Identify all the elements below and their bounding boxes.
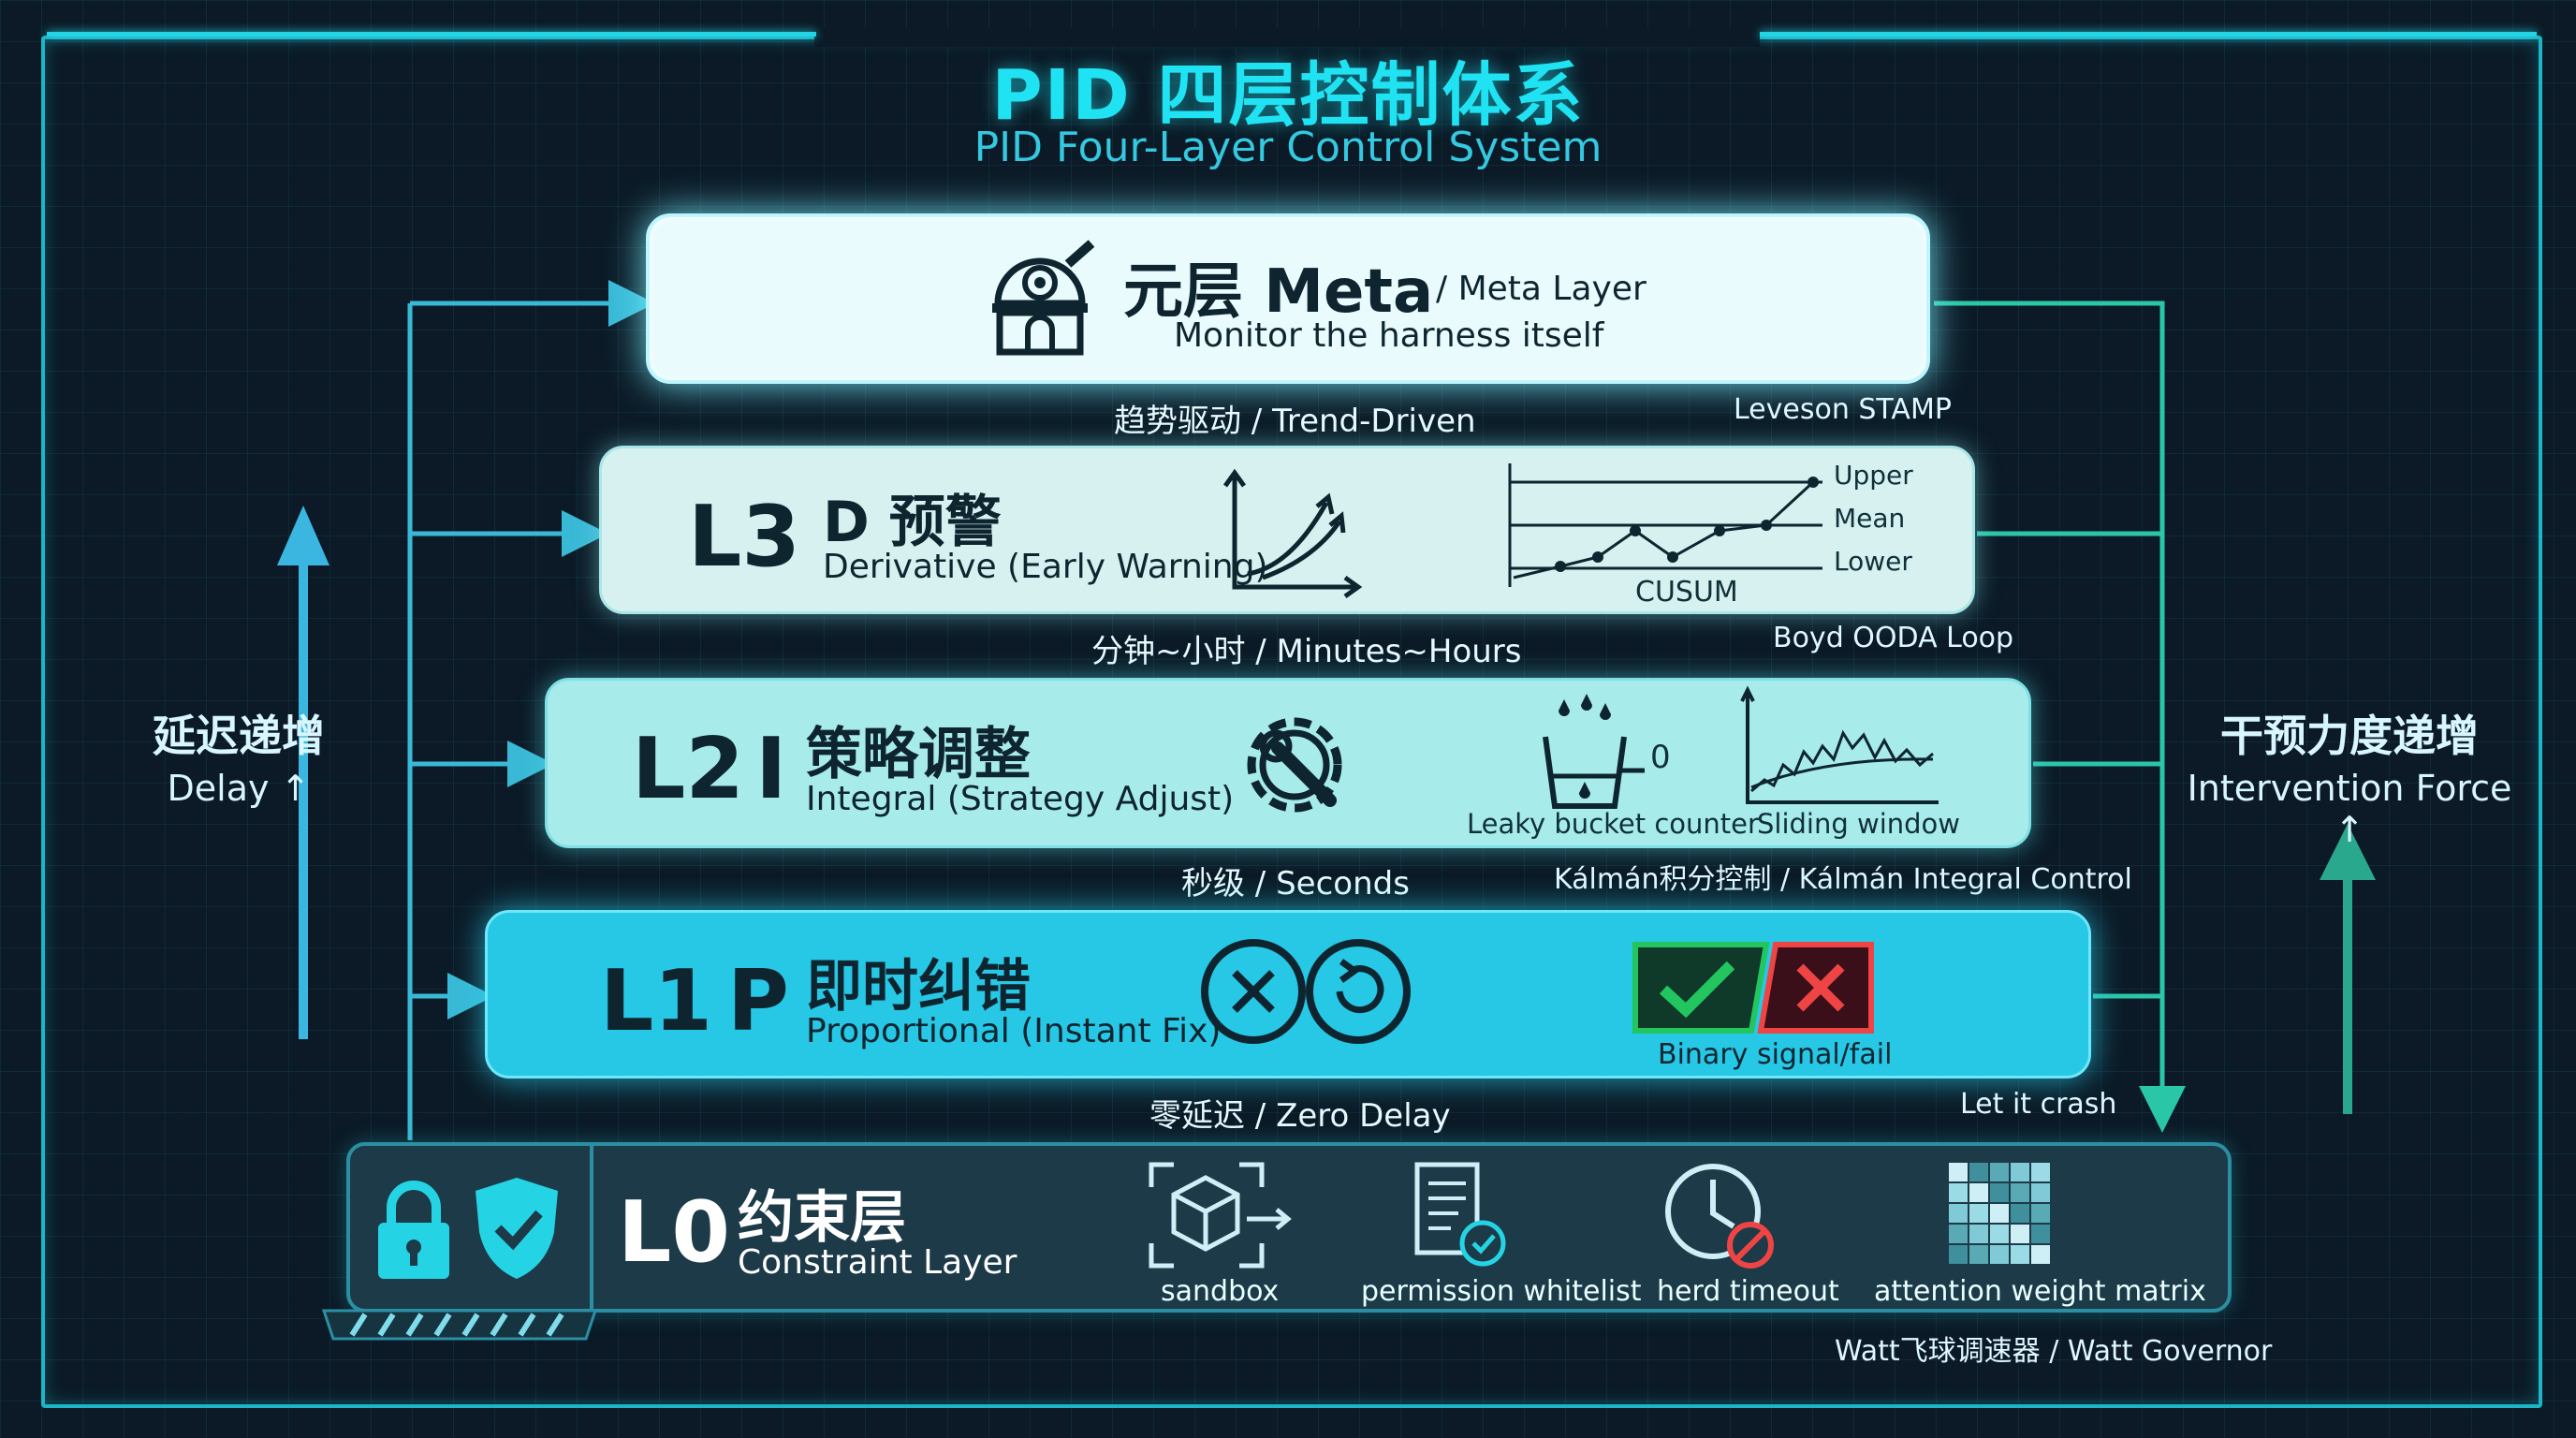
leaky-bucket-label: Leaky bucket counter xyxy=(1467,808,1759,840)
meta-title: 元层 Meta xyxy=(1123,257,1434,327)
left-axis-en: Delay ↑ xyxy=(167,768,311,809)
l0-title: 约束层 xyxy=(738,1185,906,1251)
sliding-window-label: Sliding window xyxy=(1757,808,1961,840)
matrix-cell xyxy=(1969,1183,1988,1202)
l1-letter: P xyxy=(727,952,789,1050)
matrix-cell xyxy=(1990,1245,2009,1264)
meta-delay-label: 趋势驱动 / Trend-Driven xyxy=(1114,403,1476,440)
left-axis-zh: 延迟递增 xyxy=(153,711,325,761)
l0-code: L0 xyxy=(618,1183,730,1282)
matrix-cell xyxy=(2031,1245,2050,1264)
sliding-window-chart xyxy=(1740,685,1939,804)
l0-reference: Watt飞球调速器 / Watt Governor xyxy=(1835,1335,2273,1368)
leaky-bucket-zero: 0 xyxy=(1650,739,1671,776)
whitelist-document-icon xyxy=(1414,1162,1506,1267)
matrix-cell xyxy=(2011,1225,2029,1243)
meta-reference: Leveson STAMP xyxy=(1734,393,1952,426)
cusum-caption: CUSUM xyxy=(1635,576,1738,609)
frame-accent-left xyxy=(47,32,816,37)
matrix-cell xyxy=(1949,1225,1968,1243)
l3-layer-card: L3 D 预警 Derivative (Early Warning) Upper… xyxy=(599,446,1975,614)
cusum-mean-label: Mean xyxy=(1834,503,1906,534)
right-axis-zh: 干预力度递增 xyxy=(2220,711,2479,761)
matrix-cell xyxy=(1949,1183,1968,1202)
matrix-cell xyxy=(2031,1163,2050,1181)
matrix-cell xyxy=(1990,1204,2009,1223)
meta-description: Monitor the harness itself xyxy=(1174,316,1604,355)
page-subtitle: PID Four-Layer Control System xyxy=(973,124,1603,171)
meta-layer-card: 元层 Meta / Meta Layer Monitor the harness… xyxy=(646,213,1930,384)
rising-trend-icon xyxy=(1222,468,1363,599)
matrix-cell xyxy=(1969,1245,1988,1264)
l1-layer-card: L1 P 即时纠错 Proportional (Instant Fix) Bin… xyxy=(485,910,2091,1078)
l2-code: L2 xyxy=(632,720,744,818)
binary-signal-label: Binary signal/fail xyxy=(1658,1038,1893,1071)
page-title: PID 四层控制体系 xyxy=(991,55,1585,136)
retry-cycle-icon xyxy=(1201,939,1411,1044)
matrix-cell xyxy=(1969,1204,1988,1223)
l1-code: L1 xyxy=(600,952,712,1050)
matrix-cell xyxy=(1969,1225,1988,1243)
observatory-icon xyxy=(992,240,1095,356)
l0-base-stripes xyxy=(321,1309,598,1341)
cusum-upper-label: Upper xyxy=(1834,460,1913,491)
l0-item-matrix-label: attention weight matrix xyxy=(1874,1275,2206,1308)
l3-title: D 预警 xyxy=(823,490,1002,555)
matrix-cell xyxy=(2011,1183,2029,1202)
l1-title: 即时纠错 xyxy=(806,954,1031,1020)
l2-reference: Kálmán积分控制 / Kálmán Integral Control xyxy=(1554,863,2132,896)
l2-description: Integral (Strategy Adjust) xyxy=(806,780,1235,818)
l1-description: Proportional (Instant Fix) xyxy=(806,1012,1222,1050)
matrix-cell xyxy=(2011,1163,2029,1181)
l1-reference: Let it crash xyxy=(1960,1088,2117,1121)
l3-reference: Boyd OODA Loop xyxy=(1773,622,2014,654)
matrix-cell xyxy=(2011,1204,2029,1223)
clock-timeout-icon xyxy=(1665,1164,1774,1269)
matrix-cell xyxy=(2031,1204,2050,1223)
binary-signal-icon xyxy=(1632,942,1874,1034)
matrix-cell xyxy=(1949,1204,1968,1223)
matrix-cell xyxy=(2011,1245,2029,1264)
matrix-cell xyxy=(2031,1225,2050,1243)
frame-accent-right xyxy=(1760,32,2537,37)
cusum-chart xyxy=(1508,463,1822,587)
leaky-bucket-icon xyxy=(1543,694,1645,809)
meta-subtitle: / Meta Layer xyxy=(1436,270,1647,308)
l3-delay-label: 分钟~小时 / Minutes~Hours xyxy=(1091,633,1522,670)
left-axis-label: 延迟递增 Delay ↑ xyxy=(94,702,384,809)
l2-delay-label: 秒级 / Seconds xyxy=(1181,865,1410,902)
l2-letter: I xyxy=(755,720,787,818)
lock-icon xyxy=(378,1181,449,1279)
l2-layer-card: L2 I 策略调整 Integral (Strategy Adjust) 0 L… xyxy=(545,678,2031,848)
right-axis-en: Intervention Force ↑ xyxy=(2187,768,2512,850)
l2-title: 策略调整 xyxy=(806,722,1031,787)
matrix-cell xyxy=(2031,1183,2050,1202)
matrix-cell xyxy=(1990,1183,2009,1202)
right-axis-label: 干预力度递增 Intervention Force ↑ xyxy=(2172,702,2527,850)
matrix-cell xyxy=(1969,1163,1988,1181)
l0-layer-card: L0 约束层 Constraint Layer sandbox permissi… xyxy=(346,1142,2232,1313)
l0-item-timeout-label: herd timeout xyxy=(1657,1275,1839,1308)
cusum-lower-label: Lower xyxy=(1834,546,1912,577)
matrix-grid-icon xyxy=(1949,1163,2050,1264)
l1-delay-label: 零延迟 / Zero Delay xyxy=(1149,1097,1451,1135)
matrix-cell xyxy=(1949,1245,1968,1264)
matrix-cell xyxy=(1949,1163,1968,1181)
matrix-cell xyxy=(1990,1163,2009,1181)
l0-item-sandbox-label: sandbox xyxy=(1161,1275,1280,1308)
gear-wrench-icon xyxy=(1247,717,1342,813)
matrix-cell xyxy=(1990,1225,2009,1243)
sandbox-cube-icon xyxy=(1149,1162,1292,1269)
l0-description: Constraint Layer xyxy=(738,1243,1017,1282)
l3-code: L3 xyxy=(688,488,800,586)
l3-description: Derivative (Early Warning) xyxy=(823,548,1268,586)
l0-item-whitelist-label: permission whitelist xyxy=(1361,1275,1642,1308)
shield-check-icon xyxy=(476,1178,558,1279)
l0-security-panel xyxy=(350,1146,593,1309)
